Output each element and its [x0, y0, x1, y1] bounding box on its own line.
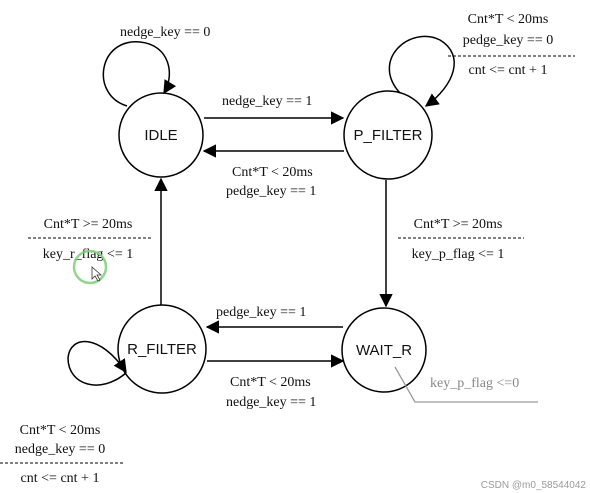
pfilter-to-waitr-condition: Cnt*T >= 20ms	[414, 217, 503, 232]
rfilter-to-waitr-condition-1: Cnt*T < 20ms	[230, 375, 311, 390]
p-filter-self-loop	[388, 35, 455, 107]
waitr-to-rfilter-condition: pedge_key == 1	[216, 305, 306, 320]
rfilter-to-idle-condition: Cnt*T >= 20ms	[44, 217, 133, 232]
state-p-filter-label: P_FILTER	[354, 127, 423, 144]
idle-self-loop	[102, 41, 177, 107]
state-wait-r: WAIT_R	[341, 307, 427, 393]
cursor-highlight-ring	[72, 249, 108, 285]
state-wait-r-label: WAIT_R	[356, 342, 412, 359]
r-filter-self-loop	[67, 340, 127, 386]
rfilter-self-condition-1: Cnt*T < 20ms	[20, 423, 101, 438]
state-r-filter-label: R_FILTER	[127, 341, 197, 358]
watermark-text: CSDN @m0_58544042	[481, 480, 587, 491]
wait-r-note-line	[394, 366, 538, 403]
idle-to-pfilter-condition: nedge_key == 1	[222, 94, 312, 109]
state-p-filter: P_FILTER	[343, 90, 433, 180]
rfilter-to-waitr-condition-2: nedge_key == 1	[226, 395, 316, 410]
pfilter-to-waitr-action: key_p_flag <= 1	[412, 247, 505, 262]
state-idle-label: IDLE	[144, 127, 177, 144]
cursor-pointer-icon	[91, 266, 103, 282]
pfilter-to-idle-condition-2: pedge_key == 1	[226, 184, 316, 199]
rfilter-to-idle-action: key_r_flag <= 1	[43, 247, 133, 262]
pfilter-self-action: cnt <= cnt + 1	[469, 63, 548, 78]
idle-self-condition: nedge_key == 0	[120, 25, 210, 40]
pfilter-self-condition-2: pedge_key == 0	[463, 33, 553, 48]
waitr-note: key_p_flag <=0	[430, 376, 519, 391]
rfilter-self-condition-2: nedge_key == 0	[15, 442, 105, 457]
state-idle: IDLE	[118, 92, 204, 178]
pfilter-to-idle-condition-1: Cnt*T < 20ms	[232, 165, 313, 180]
rfilter-self-action: cnt <= cnt + 1	[21, 471, 100, 486]
state-r-filter: R_FILTER	[117, 304, 207, 394]
pfilter-self-condition-1: Cnt*T < 20ms	[468, 12, 549, 27]
